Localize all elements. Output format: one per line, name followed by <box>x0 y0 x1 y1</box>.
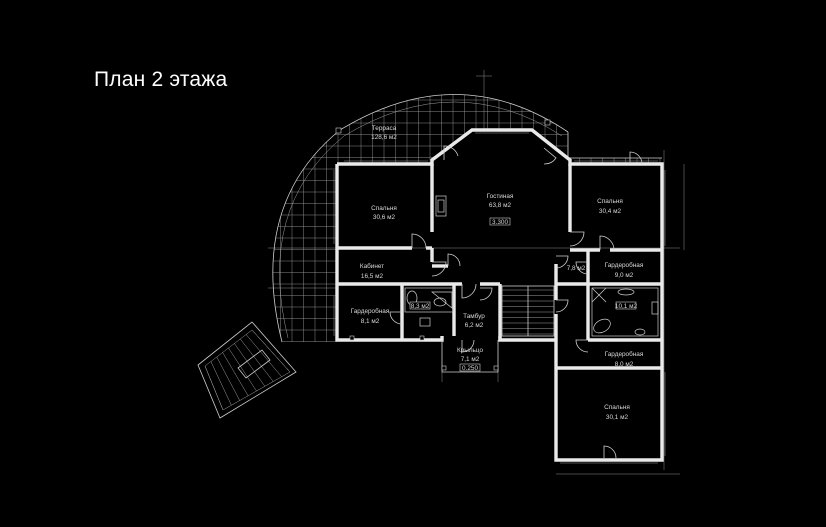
terrace-edge <box>272 94 662 343</box>
exterior-stair <box>197 321 297 419</box>
bathroom-area: 8,3 м2 <box>411 303 430 310</box>
room-name-wardrobe-1: Гардеробная <box>605 261 644 269</box>
room-labels: Терраса 128,6 м2 Спальня 30,6 м2 Гостина… <box>351 125 644 421</box>
room-name-bedroom-1: Спальня <box>371 205 397 212</box>
room-name-living: Гостиная <box>487 193 514 200</box>
door-swings <box>389 145 643 459</box>
room-area-living: 63,8 м2 <box>489 202 512 209</box>
building-walls <box>335 128 664 462</box>
plan-title: План 2 этажа <box>94 68 228 91</box>
level-mark: 10,1 м2 <box>615 303 638 310</box>
room-name-wardrobe-3: Гардеробная <box>605 350 644 358</box>
interior-stair <box>501 285 555 337</box>
level-mark-box <box>409 301 431 310</box>
room-area-bedroom-1: 30,6 м2 <box>373 214 396 221</box>
level-mark: 3.300 <box>492 219 508 226</box>
room-area-wardrobe-1: 9,0 м2 <box>615 272 634 279</box>
room-area-terrace: 128,6 м2 <box>371 134 397 141</box>
room-area-office: 16,5 м2 <box>361 273 384 280</box>
level-mark-box <box>615 301 637 310</box>
room-area-bedroom-2: 30,4 м2 <box>599 208 622 215</box>
room-name-bedroom-3: Спальня <box>604 404 630 411</box>
level-mark-box <box>489 217 511 226</box>
room-name-bedroom-2: Спальня <box>597 198 623 205</box>
room-name-office: Кабинет <box>360 262 384 270</box>
level-marks: 3.300 10,1 м2 0.250 8,3 м2 <box>409 217 638 372</box>
room-area-bedroom-3: 30,1 м2 <box>606 414 629 421</box>
room-area-porch: 7,1 м2 <box>461 356 480 363</box>
room-name-vestibule: Тамбур <box>463 312 485 320</box>
level-mark-box <box>459 363 481 372</box>
windows <box>333 132 666 464</box>
room-name-wardrobe-2: Гардеробная <box>351 307 390 315</box>
room-area-wardrobe-3: 8,0 м2 <box>615 361 634 368</box>
room-name-terrace: Терраса <box>372 125 397 132</box>
fixtures <box>349 195 659 371</box>
room-area-hall: 7,8 м2 <box>567 265 586 272</box>
level-mark: 0.250 <box>462 365 478 372</box>
room-area-vestibule: 6,2 м2 <box>465 322 484 329</box>
room-area-wardrobe-2: 8,1 м2 <box>361 318 380 325</box>
room-name-porch: Крыльцо <box>457 347 484 354</box>
